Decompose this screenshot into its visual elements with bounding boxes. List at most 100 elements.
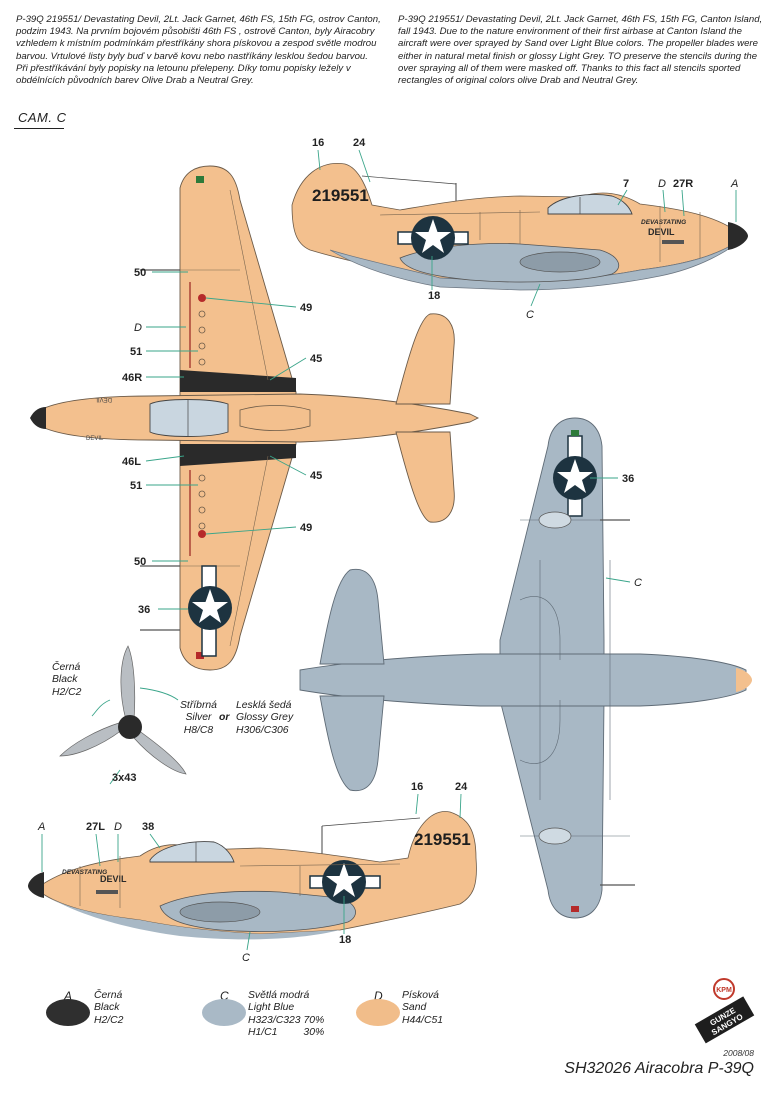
legend-a-cz: Černá [94, 990, 123, 1001]
callout-16: 16 [312, 137, 324, 149]
legend-a-letter: A [64, 989, 73, 1003]
upper-wing-band-right [180, 370, 296, 392]
side-view-top-callouts: 16 24 7 D 27R A 18 C [312, 137, 738, 321]
lower-tail-right [319, 568, 385, 665]
bottom-side-nose-art-1: DEVASTATING [62, 869, 107, 876]
prop-black-en: Black [52, 674, 78, 686]
legend-c-code1: H323/C323 70% [248, 1014, 325, 1026]
upper-wing-band-left [180, 444, 296, 466]
callout-36-upper: 36 [138, 604, 150, 616]
callout-36-lower: 36 [622, 473, 634, 485]
callout-50-top: 50 [134, 267, 146, 279]
intro-english: P-39Q 219551/ Devastating Devil, 2Lt. Ja… [398, 14, 763, 87]
prop-silver-en: Silver [185, 712, 212, 724]
callout-24: 24 [353, 137, 366, 149]
footer-title: SH32026 Airacobra P-39Q [564, 1060, 754, 1077]
top-side-nose-art-1: DEVASTATING [641, 219, 686, 226]
legend-a-text: Černá Black H2/C2 [94, 990, 123, 1027]
footer-date: 2008/08 [723, 1048, 754, 1058]
bottom-side-canopy [149, 841, 235, 863]
lower-tail-left [319, 695, 385, 792]
side-view-bottom-callouts: A 27L D 38 16 24 18 C [37, 781, 468, 964]
callout-a: A [730, 178, 738, 190]
top-side-spinner [728, 222, 748, 250]
upper-fuselage [39, 393, 480, 443]
prop-black-code: H2/C2 [52, 686, 82, 698]
callout-24-bottom: 24 [455, 781, 468, 793]
upper-tail-right [395, 313, 455, 405]
svg-text:DEVIL: DEVIL [86, 436, 104, 442]
prop-or: or [219, 712, 230, 723]
legend-d-code: H44/C51 [402, 1014, 444, 1026]
legend-d-swatch [356, 999, 400, 1026]
camo-underline [14, 128, 64, 129]
prop-silver-cz: Stříbrná [180, 700, 217, 711]
callout-46r: 46R [122, 372, 142, 384]
upper-plan-view: DEVIL DEVIL [30, 165, 480, 671]
callout-d: D [658, 178, 666, 190]
callout-27r: 27R [673, 178, 693, 190]
callout-16-bottom: 16 [411, 781, 423, 793]
legend-c-text: Světlá modrá Light Blue H323/C323 70% H1… [248, 990, 324, 1040]
legend-c-swatch [202, 999, 246, 1026]
top-side-canopy [547, 194, 633, 215]
callout-50-bot: 50 [134, 556, 146, 568]
legend-c-code2: H1/C1 30% [248, 1027, 325, 1039]
callout-18: 18 [428, 290, 440, 302]
propeller-diagram [59, 645, 187, 785]
prop-black-label: Černá Black H2/C2 [52, 662, 81, 699]
callout-d-upper: D [134, 322, 142, 334]
callout-d-bottom: D [114, 821, 122, 833]
prop-silver-label: Stříbrná Silver H8/C8 [180, 700, 217, 737]
lower-fuselage [299, 653, 747, 707]
prop-grey-cz: Lesklá šedá [236, 700, 292, 711]
side-view-top: 219551 DEVASTATING DEVIL [291, 162, 748, 291]
side-view-bottom: 219551 DEVASTATING DEVIL [28, 811, 477, 940]
callout-c-lower: C [634, 577, 642, 589]
prop-grey-label: Lesklá šedá Glossy Grey H306/C306 [236, 700, 293, 737]
callout-51-bot: 51 [130, 480, 142, 492]
callout-46l: 46L [122, 456, 141, 468]
upper-spinner [30, 407, 46, 429]
upper-plan-callouts: 50 D 51 46R 49 45 46L 51 45 49 50 36 [122, 267, 322, 616]
callout-a-bottom: A [37, 821, 45, 833]
gunze-sangyo-logo: KPM GUNZE SANGYO [694, 978, 755, 1044]
svg-text:KPM: KPM [716, 987, 732, 994]
callout-c-bottom: C [242, 952, 250, 964]
callout-45-top: 45 [310, 353, 322, 365]
legend-a-swatch [46, 999, 90, 1026]
bottom-side-nose-art-2: DEVIL [100, 874, 127, 884]
prop-black-cz: Černá [52, 662, 81, 673]
callout-49-bot: 49 [300, 522, 312, 534]
legend-c-cz: Světlá modrá [248, 990, 310, 1001]
callout-45-bot: 45 [310, 470, 322, 482]
svg-text:DEVIL: DEVIL [94, 396, 112, 402]
legend-c-en: Light Blue [248, 1002, 295, 1014]
prop-silver-code: H8/C8 [183, 724, 214, 736]
callout-18-bottom: 18 [339, 934, 351, 946]
prop-grey-en: Glossy Grey [236, 712, 294, 724]
callout-c: C [526, 309, 534, 321]
legend-d-cz: Písková [402, 990, 439, 1001]
lower-plan-callouts: 36 C [590, 473, 642, 589]
callout-51-top: 51 [130, 346, 142, 358]
upper-tail-left [395, 431, 455, 523]
legend-d-en: Sand [402, 1002, 427, 1014]
upper-canopy [149, 399, 229, 437]
callout-49-top: 49 [300, 302, 312, 314]
propeller-hub [118, 715, 142, 739]
legend-d-letter: D [374, 989, 383, 1003]
legend-d-text: Písková Sand H44/C51 [402, 990, 443, 1027]
legend-c-letter: C [220, 989, 229, 1003]
callout-27l: 27L [86, 821, 105, 833]
bottom-side-spinner [28, 872, 44, 898]
camo-label: CAM. C [18, 110, 67, 125]
legend-a-en: Black [94, 1002, 120, 1014]
top-side-serial: 219551 [312, 186, 369, 205]
bottom-side-fuselage [39, 811, 477, 935]
bottom-side-serial: 219551 [414, 830, 471, 849]
lower-spinner [736, 668, 752, 692]
top-side-nose-art-2: DEVIL [648, 227, 675, 237]
callout-7: 7 [623, 178, 629, 190]
